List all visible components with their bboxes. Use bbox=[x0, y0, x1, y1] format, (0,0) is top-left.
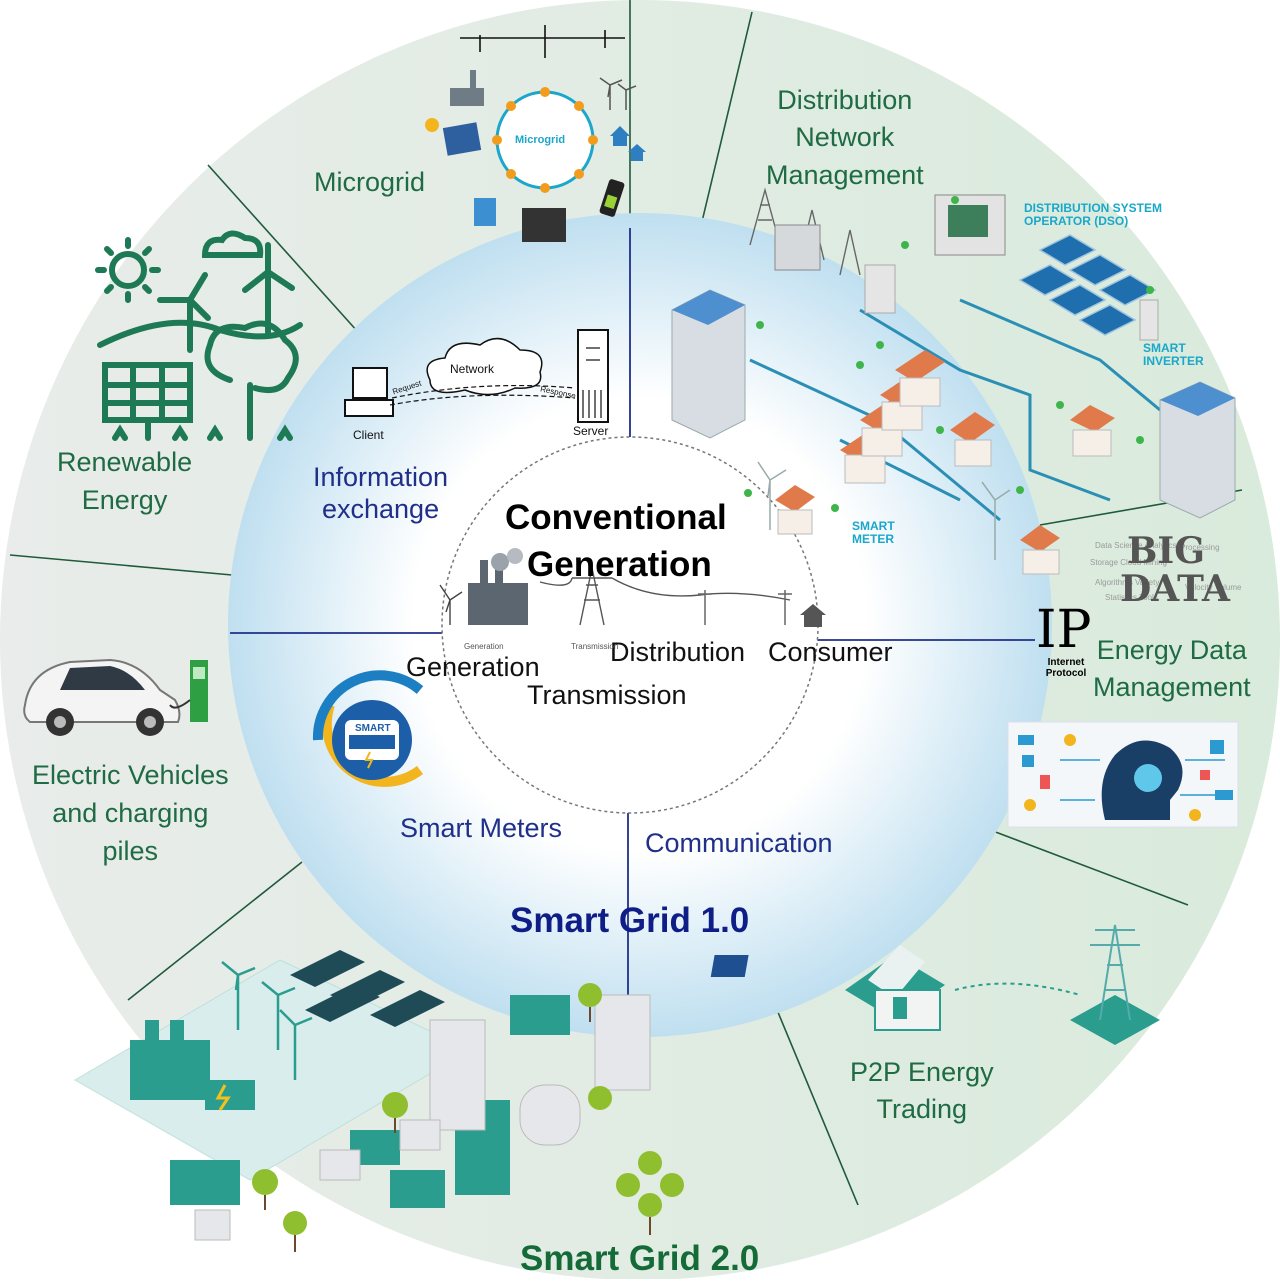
chain-consumer: Consumer bbox=[768, 637, 893, 667]
smart-grid-1-title: Smart Grid 1.0 bbox=[510, 901, 750, 940]
factory-icon bbox=[468, 548, 528, 625]
outer-ring-dividers bbox=[9, 0, 1243, 1206]
microgrid-hub-icon bbox=[425, 25, 646, 242]
p2p-trading-illustration bbox=[710, 924, 1160, 1045]
smart-meters-label: Smart Meters bbox=[400, 813, 563, 843]
transmission-icon-caption: Transmission bbox=[571, 642, 619, 651]
ai-data-management-illustration bbox=[1007, 721, 1239, 828]
renewable-energy-icon bbox=[95, 230, 303, 441]
smart-city-illustration bbox=[74, 950, 684, 1252]
communication-label: Communication bbox=[645, 828, 833, 858]
microgrid-label: Microgrid bbox=[314, 167, 426, 197]
consumer-house-icon bbox=[800, 604, 826, 627]
svg-text:Statistics Tools: Statistics Tools bbox=[1105, 593, 1158, 602]
core-wind-turbine-icon bbox=[439, 584, 463, 625]
generation-icon-caption: Generation bbox=[464, 642, 504, 651]
smart-meter-label: SMART METER bbox=[852, 519, 895, 547]
core-title-line2: Generation bbox=[527, 545, 712, 584]
distribution-network-illustration bbox=[671, 187, 1236, 575]
charging-pile-icon bbox=[169, 660, 208, 722]
distribution-network-label: Distribution Network Management bbox=[766, 85, 924, 190]
p2p-trading-label: P2P Energy Trading bbox=[850, 1057, 994, 1125]
dso-label: DISTRIBUTION SYSTEM OPERATOR (DSO) bbox=[1024, 201, 1163, 229]
transmission-tower-icon bbox=[539, 567, 791, 626]
microgrid-badge-text: Microgrid bbox=[515, 134, 566, 146]
client-server-diagram bbox=[344, 329, 609, 423]
inner-ring-dividers bbox=[230, 228, 1035, 1035]
client-label: Client bbox=[353, 428, 384, 442]
chain-distribution: Distribution bbox=[610, 637, 746, 667]
ip-caption: Internet Protocol bbox=[1045, 657, 1087, 679]
network-label: Network bbox=[450, 362, 495, 376]
ip-symbol: IP bbox=[1036, 600, 1092, 660]
energy-data-label: Energy Data Management bbox=[1093, 635, 1251, 703]
svg-text:Data Science Analytics: Data Science Analytics bbox=[1095, 541, 1176, 550]
chain-transmission: Transmission bbox=[527, 680, 687, 710]
svg-text:Processing: Processing bbox=[1180, 543, 1220, 552]
chain-generation: Generation bbox=[406, 652, 540, 682]
big-data-word-data: DATA bbox=[1120, 568, 1230, 610]
electric-vehicles-label: Electric Vehicles and charging piles bbox=[32, 760, 229, 866]
smart-grid-2-title: Smart Grid 2.0 bbox=[520, 1239, 760, 1278]
renewable-energy-label: Renewable Energy bbox=[57, 447, 193, 515]
distribution-pole-icon bbox=[698, 590, 792, 625]
svg-text:Algorithms Variety: Algorithms Variety bbox=[1095, 578, 1159, 587]
server-label: Server bbox=[573, 424, 609, 438]
core-title-line1: Conventional bbox=[505, 498, 727, 537]
big-data-word-big: BIG bbox=[1127, 530, 1206, 572]
electric-vehicle-icon bbox=[23, 658, 181, 736]
smart-inverter-label: SMART INVERTER bbox=[1143, 341, 1204, 369]
information-exchange-label: Information exchange bbox=[313, 462, 449, 525]
smart-meter-icon bbox=[312, 670, 424, 787]
svg-text:Velocity Volume: Velocity Volume bbox=[1185, 583, 1242, 592]
big-data-word-cloud: Data Science Analytics Storage Cloud Min… bbox=[1090, 541, 1242, 602]
smart-meter-badge-text: SMART bbox=[355, 723, 391, 734]
svg-text:Storage Cloud Mining: Storage Cloud Mining bbox=[1090, 558, 1167, 567]
